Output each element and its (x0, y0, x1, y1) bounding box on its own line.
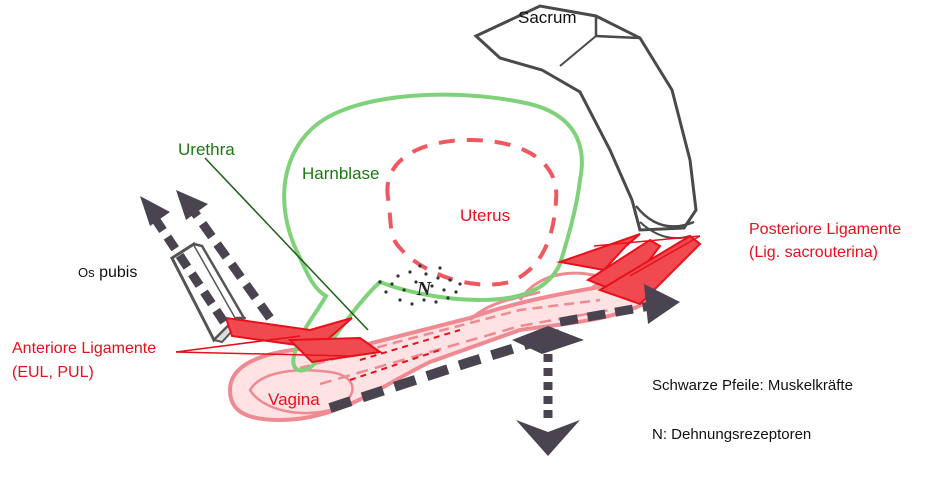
muscle-force-arrows (140, 190, 680, 456)
urethra-label: Urethra (178, 140, 235, 160)
legend-n: N: Dehnungsrezeptoren (652, 426, 811, 443)
os-pubis-label: Os pubis (78, 264, 137, 282)
os-pubis-small: Os (78, 265, 95, 280)
sacrum-bone (476, 6, 696, 238)
anterior-ligaments-label-1: Anteriore Ligamente (12, 340, 156, 358)
harnblase-label: Harnblase (302, 164, 380, 184)
posterior-ligaments-label-2: (Lig. sacrouterina) (749, 244, 878, 262)
posterior-ligaments-label-1: Posteriore Ligamente (749, 221, 901, 239)
uterus-label: Uterus (460, 206, 510, 226)
os-pubis-big: pubis (99, 264, 137, 281)
sacrum-label: Sacrum (518, 8, 577, 28)
receptor-mark: N (416, 278, 433, 300)
vagina-label: Vagina (268, 390, 320, 410)
anterior-ligaments-label-2: (EUL, PUL) (12, 364, 94, 382)
legend-arrows: Schwarze Pfeile: Muskelkräfte (652, 377, 853, 394)
